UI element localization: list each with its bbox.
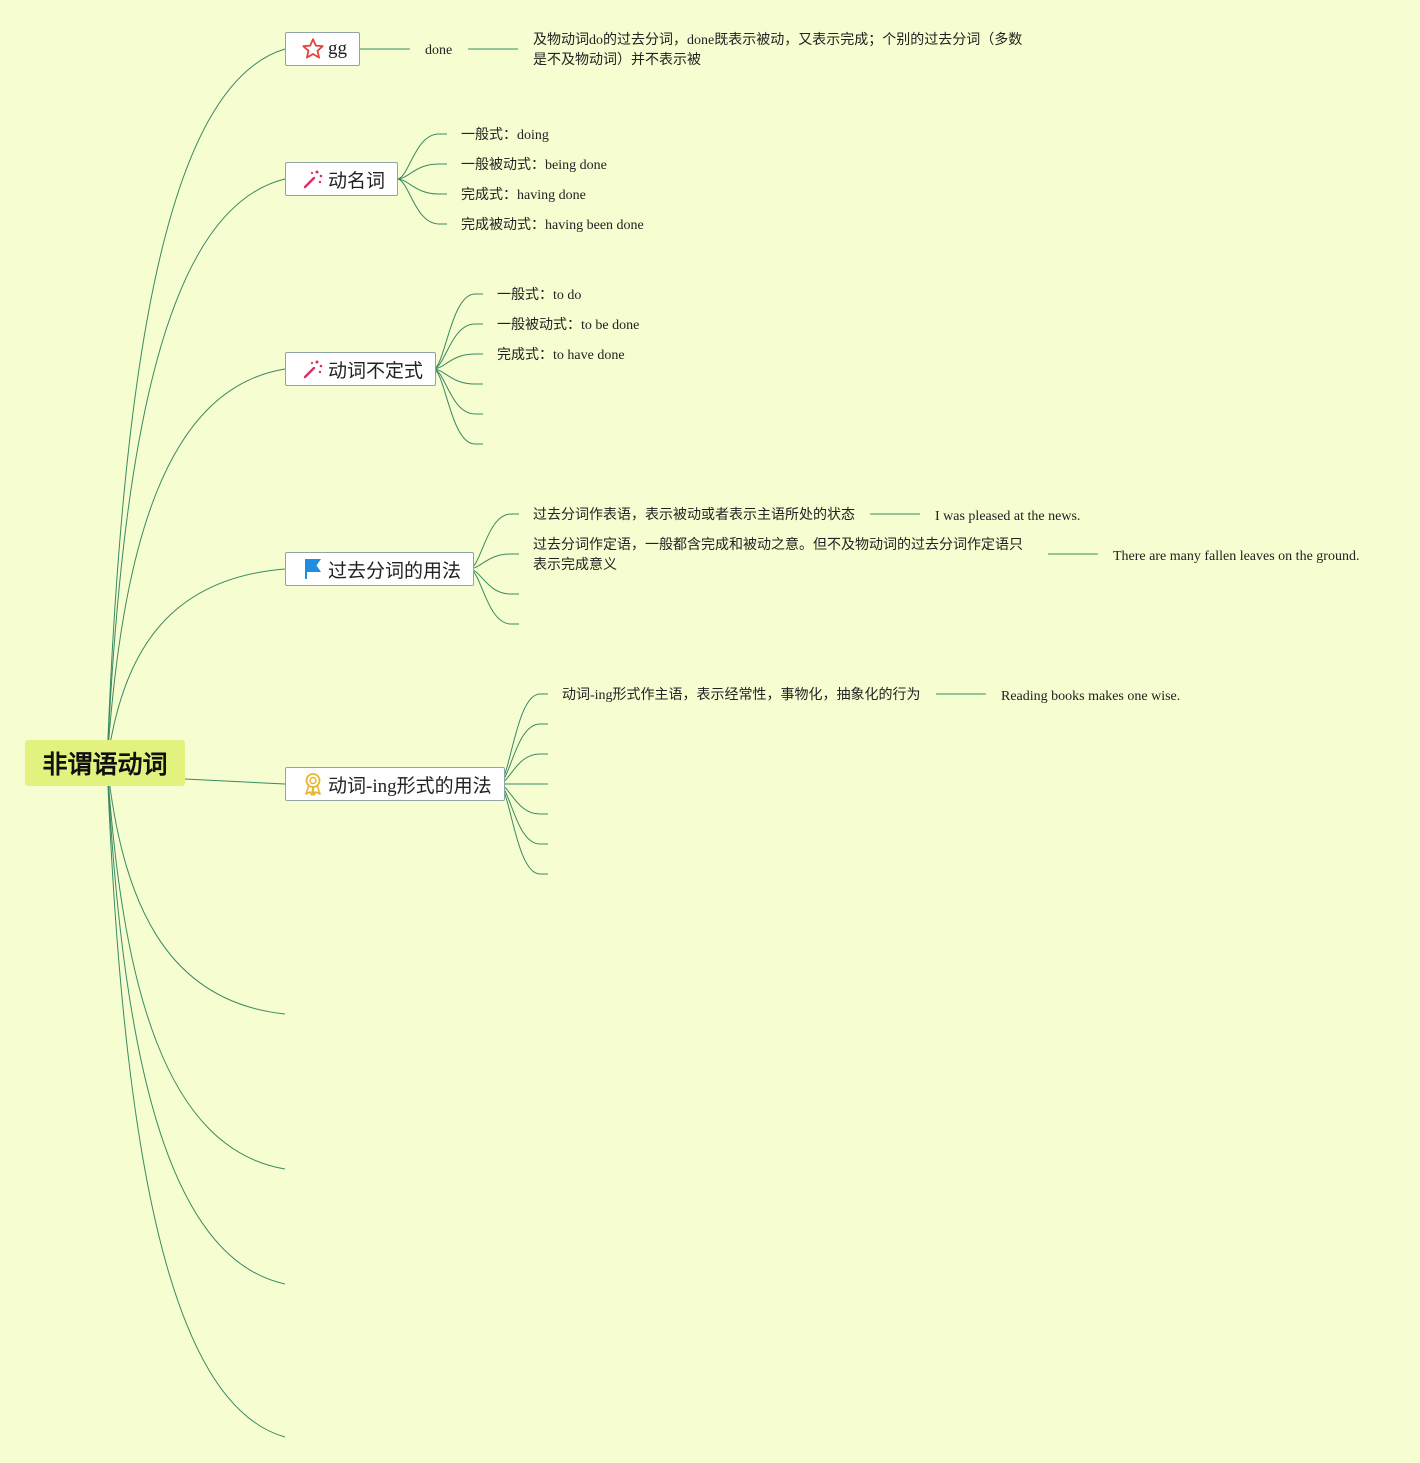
link-infinitive-2 xyxy=(432,353,483,370)
root-link-gerund xyxy=(106,178,286,764)
branch-gg-label: gg xyxy=(328,38,347,59)
root-link-infinitive xyxy=(106,368,286,764)
leaf-gerund-passive[interactable]: 一般被动式：being done xyxy=(461,156,607,176)
branch-infinitive-label: 动词不定式 xyxy=(328,360,424,382)
leaf-pp-attributive-label: 过去分词作定语，一般都含完成和被动之意。但不及物动词的过去分词作定语只表示完成意… xyxy=(533,538,1023,573)
root-link-empty-2 xyxy=(106,762,286,1170)
branch-infinitive[interactable]: 动词不定式 xyxy=(285,352,437,386)
branch-gerund-label: 动名词 xyxy=(328,170,386,192)
award-ribbon-icon xyxy=(300,772,326,796)
leaf-pp-attributive[interactable]: 过去分词作定语，一般都含完成和被动之意。但不及物动词的过去分词作定语只表示完成意… xyxy=(533,536,1033,576)
link-infinitive-1 xyxy=(432,323,483,370)
link-ing-4 xyxy=(497,783,548,815)
leaf-pp-attributive-example-text: There are many fallen leaves on the grou… xyxy=(1113,549,1360,564)
leaf-done-label: done xyxy=(425,43,453,58)
link-gerund-2 xyxy=(396,178,447,195)
link-pp-3 xyxy=(468,568,519,625)
root-link-empty-4 xyxy=(106,762,286,1438)
link-infinitive-0 xyxy=(432,293,483,370)
branch-ing-form-label: 动词-ing形式的用法 xyxy=(328,775,492,797)
leaf-gerund-perfect-passive[interactable]: 完成被动式：having been done xyxy=(461,216,644,236)
root-topic[interactable]: 非谓语动词 xyxy=(25,740,185,786)
leaf-pp-attributive-example[interactable]: There are many fallen leaves on the grou… xyxy=(1113,547,1359,567)
leaf-gerund-simple-label: 一般式：doing xyxy=(461,128,549,143)
root-link-gg xyxy=(106,48,286,764)
leaf-pp-predicative-example[interactable]: I was pleased at the news. xyxy=(935,507,1080,527)
leaf-infinitive-passive[interactable]: 一般被动式：to be done xyxy=(497,316,639,336)
branch-gg[interactable]: gg xyxy=(285,32,360,66)
leaf-infinitive-passive-label: 一般被动式：to be done xyxy=(497,318,640,333)
leaf-infinitive-perfect-label: 完成式：to have done xyxy=(497,348,625,363)
root-link-empty-1 xyxy=(106,762,286,1015)
root-link-past-participle xyxy=(106,568,286,764)
link-infinitive-4 xyxy=(432,368,483,415)
leaf-infinitive-simple-label: 一般式：to do xyxy=(497,288,582,303)
branch-ing-form[interactable]: 动词-ing形式的用法 xyxy=(285,767,505,801)
leaf-gerund-perfect[interactable]: 完成式：having done xyxy=(461,186,586,206)
leaf-infinitive-perfect[interactable]: 完成式：to have done xyxy=(497,346,625,366)
leaf-pp-predicative-label: 过去分词作表语，表示被动或者表示主语所处的状态 xyxy=(533,508,855,523)
magic-wand-icon xyxy=(300,357,326,381)
link-infinitive-5 xyxy=(432,368,483,445)
leaf-infinitive-simple[interactable]: 一般式：to do xyxy=(497,286,581,306)
leaf-gerund-perfect-passive-label: 完成被动式：having been done xyxy=(461,218,644,233)
link-pp-0 xyxy=(468,513,519,570)
leaf-ing-subject-label: 动词-ing形式作主语，表示经常性，事物化，抽象化的行为 xyxy=(562,688,921,703)
link-ing-6 xyxy=(497,783,548,875)
link-ing-0 xyxy=(497,693,548,785)
link-gerund-3 xyxy=(396,178,447,225)
leaf-gerund-simple[interactable]: 一般式：doing xyxy=(461,126,549,146)
leaf-ing-subject-example-text: Reading books makes one wise. xyxy=(1001,689,1181,704)
magic-wand-icon xyxy=(300,167,326,191)
leaf-pp-predicative-example-text: I was pleased at the news. xyxy=(935,509,1081,524)
leaf-ing-subject-example[interactable]: Reading books makes one wise. xyxy=(1001,687,1180,707)
leaf-done[interactable]: done xyxy=(425,41,452,61)
flag-icon xyxy=(300,557,326,581)
leaf-done-detail[interactable]: 及物动词do的过去分词，done既表示被动，又表示完成；个别的过去分词（多数是不… xyxy=(533,31,1033,71)
root-topic-label: 非谓语动词 xyxy=(42,750,168,779)
root-link-ing-form xyxy=(184,778,286,785)
leaf-pp-predicative[interactable]: 过去分词作表语，表示被动或者表示主语所处的状态 xyxy=(533,506,855,526)
link-gerund-0 xyxy=(396,133,447,180)
link-infinitive-3 xyxy=(432,368,483,385)
root-link-empty-3 xyxy=(106,762,286,1285)
leaf-gerund-perfect-label: 完成式：having done xyxy=(461,188,586,203)
leaf-done-detail-text: 及物动词do的过去分词，done既表示被动，又表示完成；个别的过去分词（多数是不… xyxy=(533,33,1023,68)
link-gerund-1 xyxy=(396,163,447,180)
leaf-gerund-passive-label: 一般被动式：being done xyxy=(461,158,607,173)
branch-gerund[interactable]: 动名词 xyxy=(285,162,399,196)
link-pp-2 xyxy=(468,568,519,595)
star-icon xyxy=(300,37,326,61)
leaf-ing-subject[interactable]: 动词-ing形式作主语，表示经常性，事物化，抽象化的行为 xyxy=(562,686,921,706)
branch-past-participle[interactable]: 过去分词的用法 xyxy=(285,552,475,586)
branch-past-participle-label: 过去分词的用法 xyxy=(328,560,462,582)
link-ing-2 xyxy=(497,753,548,785)
